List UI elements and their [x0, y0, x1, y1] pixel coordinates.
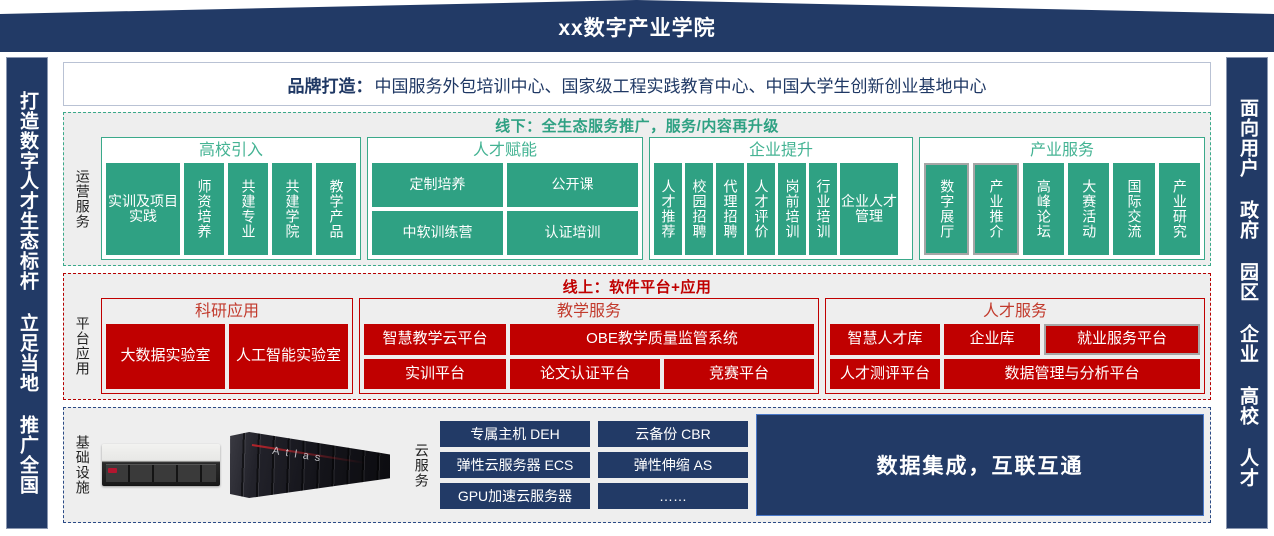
- chip-rengongzhinengshiyanshi[interactable]: 人工智能实验室: [229, 324, 348, 389]
- group-rencaifuwu[interactable]: 人才服务 智慧人才库 企业库 就业服务平台 人才测评平台 数据管理与分析平台: [825, 298, 1205, 394]
- chip-chanyeyanjiu[interactable]: 产业研究: [1158, 163, 1200, 255]
- chip-gongkaike[interactable]: 公开课: [507, 163, 638, 207]
- chip-zhihuirencaiku[interactable]: 智慧人才库: [830, 324, 940, 355]
- online-band: 线上：软件平台+应用 平台应用 科研应用 大数据实验室 人工智能实验室 教学服务: [63, 273, 1211, 400]
- chip-guojijiaoliu[interactable]: 国际交流: [1113, 163, 1155, 255]
- infra-side-tag-text: 基础设施: [74, 435, 91, 495]
- group-keyanyingyong[interactable]: 科研应用 大数据实验室 人工智能实验室: [101, 298, 353, 394]
- online-side-tag-text: 平台应用: [74, 316, 91, 376]
- group-qiyetisheng[interactable]: 企业提升 人才推荐 校园招聘 代理招聘 人才评价 岗前培训 行业培训 企业人才管…: [649, 137, 913, 260]
- chip-lunwenrenzhengpingtai[interactable]: 论文认证平台: [510, 358, 660, 389]
- chip-rencaicepingpingtai[interactable]: 人才测评平台: [830, 358, 940, 389]
- online-title: 线上：软件平台+应用: [562, 279, 712, 296]
- brand-text: 中国服务外包培训中心、国家级工程实践教育中心、中国大学生创新创业基地中心: [374, 76, 987, 96]
- chip-zhongruanxunlianying[interactable]: 中软训练营: [372, 211, 503, 255]
- cloud-chip-cbr[interactable]: 云备份 CBR: [598, 421, 748, 447]
- group-title: 企业提升: [748, 142, 813, 159]
- group-jiaoxuefuwu[interactable]: 教学服务 智慧教学云平台 OBE教学质量监管系统 实训平台 论文认证平台 竞赛平…: [359, 298, 819, 394]
- chip-shixunjixiangmushijian[interactable]: 实训及项目实践: [106, 163, 180, 255]
- chip-zhihuijiaoxueyunpingtai[interactable]: 智慧教学云平台: [364, 324, 506, 355]
- group-title: 人才服务: [982, 303, 1047, 320]
- chip-shizipeiyang[interactable]: 师资培养: [184, 163, 224, 255]
- group-rencaifuneng[interactable]: 人才赋能 定制培养 公开课 中软训练营 认证培训: [367, 137, 643, 260]
- data-integration-panel: 数据集成，互联互通: [756, 414, 1204, 516]
- group-title: 人才赋能: [472, 142, 537, 159]
- brand-label: 品牌打造：: [287, 76, 373, 96]
- brand-strip: 品牌打造：中国服务外包培训中心、国家级工程实践教育中心、中国大学生创新创业基地中…: [63, 62, 1211, 106]
- page-title: xx数字产业学院: [558, 17, 716, 40]
- chip-gaofengluntan[interactable]: 高峰论坛: [1022, 163, 1064, 255]
- group-gaoxiaoyinru[interactable]: 高校引入 实训及项目实践 师资培养 共建专业 共建学院 教学产品: [101, 137, 361, 260]
- chip-xiaoyuanzhaopin[interactable]: 校园招聘: [685, 163, 713, 255]
- chip-qiyerencaiguanli[interactable]: 企业人才管理: [840, 163, 898, 255]
- group-chanyefuwu[interactable]: 产业服务 数字展厅 产业推介 高峰论坛 大赛活动 国际交流 产业研究: [919, 137, 1205, 260]
- cloud-chip-gpu[interactable]: GPU加速云服务器: [440, 483, 590, 509]
- left-rail: 打造数字人才生态标杆 立足当地 推广全国: [6, 57, 48, 529]
- chip-shuzizhanting[interactable]: 数字展厅: [924, 163, 970, 255]
- cloud-chip-more[interactable]: ……: [598, 483, 748, 509]
- chip-gangqianpeixun[interactable]: 岗前培训: [778, 163, 806, 255]
- chip-dingzhipeiyang[interactable]: 定制培养: [372, 163, 503, 207]
- cloud-service-tag: 云服务: [410, 414, 432, 516]
- chip-dailizhaopin[interactable]: 代理招聘: [716, 163, 744, 255]
- cloud-column-2: 云备份 CBR 弹性伸缩 AS ……: [598, 414, 748, 516]
- group-title: 高校引入: [198, 142, 263, 159]
- chip-qiyeku[interactable]: 企业库: [944, 324, 1040, 355]
- right-rail: 面向用户 政府 园区 企业 高校 人才: [1226, 57, 1268, 529]
- cloud-chip-ecs[interactable]: 弹性云服务器 ECS: [440, 452, 590, 478]
- chip-hangyepeixun[interactable]: 行业培训: [809, 163, 837, 255]
- chip-chanyetuijie[interactable]: 产业推介: [973, 163, 1019, 255]
- infra-band: 基础设施 Atlas 云服务 专属主机 DEH 弹性云服务器 ECS: [63, 407, 1211, 523]
- chip-dasaihuodong[interactable]: 大赛活动: [1067, 163, 1110, 255]
- cloud-column-1: 专属主机 DEH 弹性云服务器 ECS GPU加速云服务器: [440, 414, 590, 516]
- infra-side-tag: 基础设施: [70, 414, 94, 516]
- offline-side-tag-text: 运营服务: [74, 168, 91, 229]
- online-side-tag: 平台应用: [69, 298, 95, 394]
- group-title: 科研应用: [194, 303, 259, 320]
- offline-title: 线下：全生态服务推广，服务/内容再升级: [495, 118, 779, 135]
- cloud-service-tag-text: 云服务: [413, 442, 430, 488]
- chip-dashujushiyanshi[interactable]: 大数据实验室: [106, 324, 225, 389]
- cloud-chip-deh[interactable]: 专属主机 DEH: [440, 421, 590, 447]
- server-images: Atlas: [102, 414, 402, 516]
- chip-shixunpingtai[interactable]: 实训平台: [364, 358, 506, 389]
- chip-jingsaipingtai[interactable]: 竞赛平台: [664, 358, 814, 389]
- title-banner: xx数字产业学院: [0, 0, 1274, 52]
- left-rail-text: 打造数字人才生态标杆 立足当地 推广全国: [16, 91, 38, 495]
- chip-rencaipingjia[interactable]: 人才评价: [747, 163, 775, 255]
- offline-side-tag: 运营服务: [69, 137, 95, 260]
- chip-gongjianzhuanye[interactable]: 共建专业: [228, 163, 268, 255]
- cloud-chip-as[interactable]: 弹性伸缩 AS: [598, 452, 748, 478]
- chip-jiuyefuwupingtai[interactable]: 就业服务平台: [1044, 324, 1200, 355]
- rack-server-image: [102, 444, 220, 486]
- atlas-slats: [230, 432, 390, 498]
- group-title: 教学服务: [556, 303, 621, 320]
- group-title: 产业服务: [1029, 142, 1094, 159]
- chip-jiaoxuechanpin[interactable]: 教学产品: [316, 163, 356, 255]
- chip-rencaituijian[interactable]: 人才推荐: [654, 163, 682, 255]
- right-rail-text: 面向用户 政府 园区 企业 高校 人才: [1236, 98, 1258, 488]
- center-column: 品牌打造：中国服务外包培训中心、国家级工程实践教育中心、中国大学生创新创业基地中…: [57, 57, 1217, 529]
- chip-obejiaoxuezhiliangjianguanxitong[interactable]: OBE教学质量监管系统: [510, 324, 814, 355]
- chip-renzhengpeixun[interactable]: 认证培训: [507, 211, 638, 255]
- chip-shujuguanliyufenxipingtai[interactable]: 数据管理与分析平台: [944, 358, 1200, 389]
- atlas-server-image: Atlas: [230, 432, 390, 498]
- offline-band: 线下：全生态服务推广，服务/内容再升级 运营服务 高校引入 实训及项目实践 师资…: [63, 112, 1211, 266]
- chip-gongjianxueyuan[interactable]: 共建学院: [272, 163, 312, 255]
